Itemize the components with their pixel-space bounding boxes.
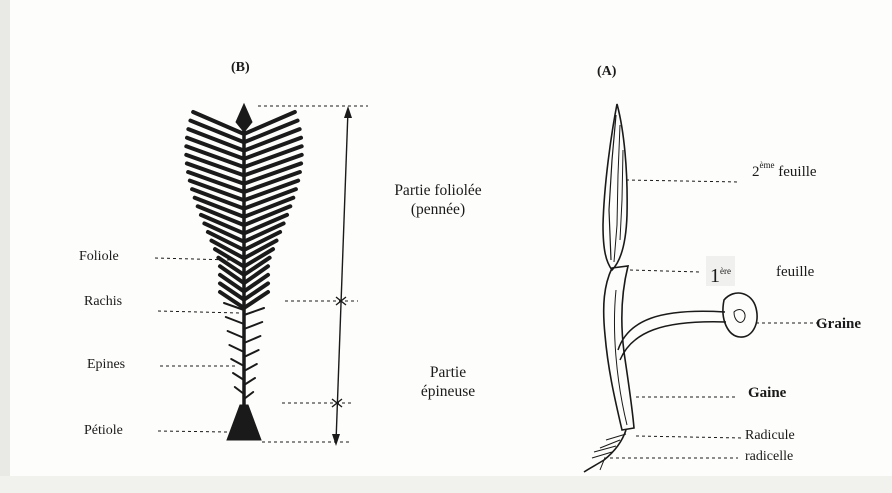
panel-b-title: (B) — [231, 60, 250, 76]
zone-foliolee-label: Partie foliolée (pennée) — [378, 181, 498, 219]
leaflet-right — [244, 283, 268, 299]
label-epines: Epines — [87, 357, 125, 373]
label-radicule: Radicule — [745, 428, 795, 444]
seedling-drawing — [584, 104, 757, 472]
spine-left — [231, 359, 244, 366]
leaflet-left — [220, 275, 244, 292]
zone-epineuse-line2: épineuse — [398, 382, 498, 401]
leaflet-right — [244, 275, 268, 292]
panel-a-title: (A) — [597, 64, 616, 80]
label-foliole: Foliole — [79, 249, 119, 265]
label-second-leaf: 2ème feuille — [752, 160, 817, 181]
leaf-tip — [236, 104, 252, 132]
petiole-base — [227, 405, 261, 440]
leaflet-left — [220, 283, 244, 299]
spine-right — [244, 336, 260, 343]
zone-epineuse-label: Partie épineuse — [398, 363, 498, 401]
second-leaf-number: 2 — [752, 164, 760, 180]
spine-right — [244, 364, 257, 371]
second-leaf-sup: ème — [760, 160, 775, 170]
leaflet-right — [244, 292, 268, 308]
zone-epineuse-line1: Partie — [398, 363, 498, 382]
zone-foliolee-line1: Partie foliolée — [378, 181, 498, 200]
spine-left — [229, 345, 244, 352]
first-leaf-sup: ère — [720, 266, 731, 276]
label-petiole: Pétiole — [84, 423, 123, 439]
dimension-arrows — [332, 106, 352, 446]
spine-left — [226, 317, 244, 324]
label-first-leaf-number: 1ère — [706, 256, 735, 286]
cotyledon-stalk — [618, 311, 726, 360]
palm-leaf-drawing — [186, 104, 301, 440]
zone-foliolee-line2: (pennée) — [378, 200, 498, 219]
first-leaf-number: 1 — [710, 265, 720, 287]
spine-right — [244, 308, 264, 315]
label-gaine: Gaine — [748, 385, 786, 402]
label-first-leaf-word: feuille — [776, 264, 814, 281]
label-rachis: Rachis — [84, 294, 122, 310]
graine-seed — [723, 293, 757, 337]
spine-right — [244, 322, 262, 329]
spine-right — [244, 350, 259, 357]
label-graine: Graine — [816, 316, 861, 333]
second-leaf-word: feuille — [778, 164, 816, 180]
label-radicelle: radicelle — [745, 449, 793, 465]
spine-left — [228, 331, 244, 338]
leaders-a — [604, 180, 826, 458]
